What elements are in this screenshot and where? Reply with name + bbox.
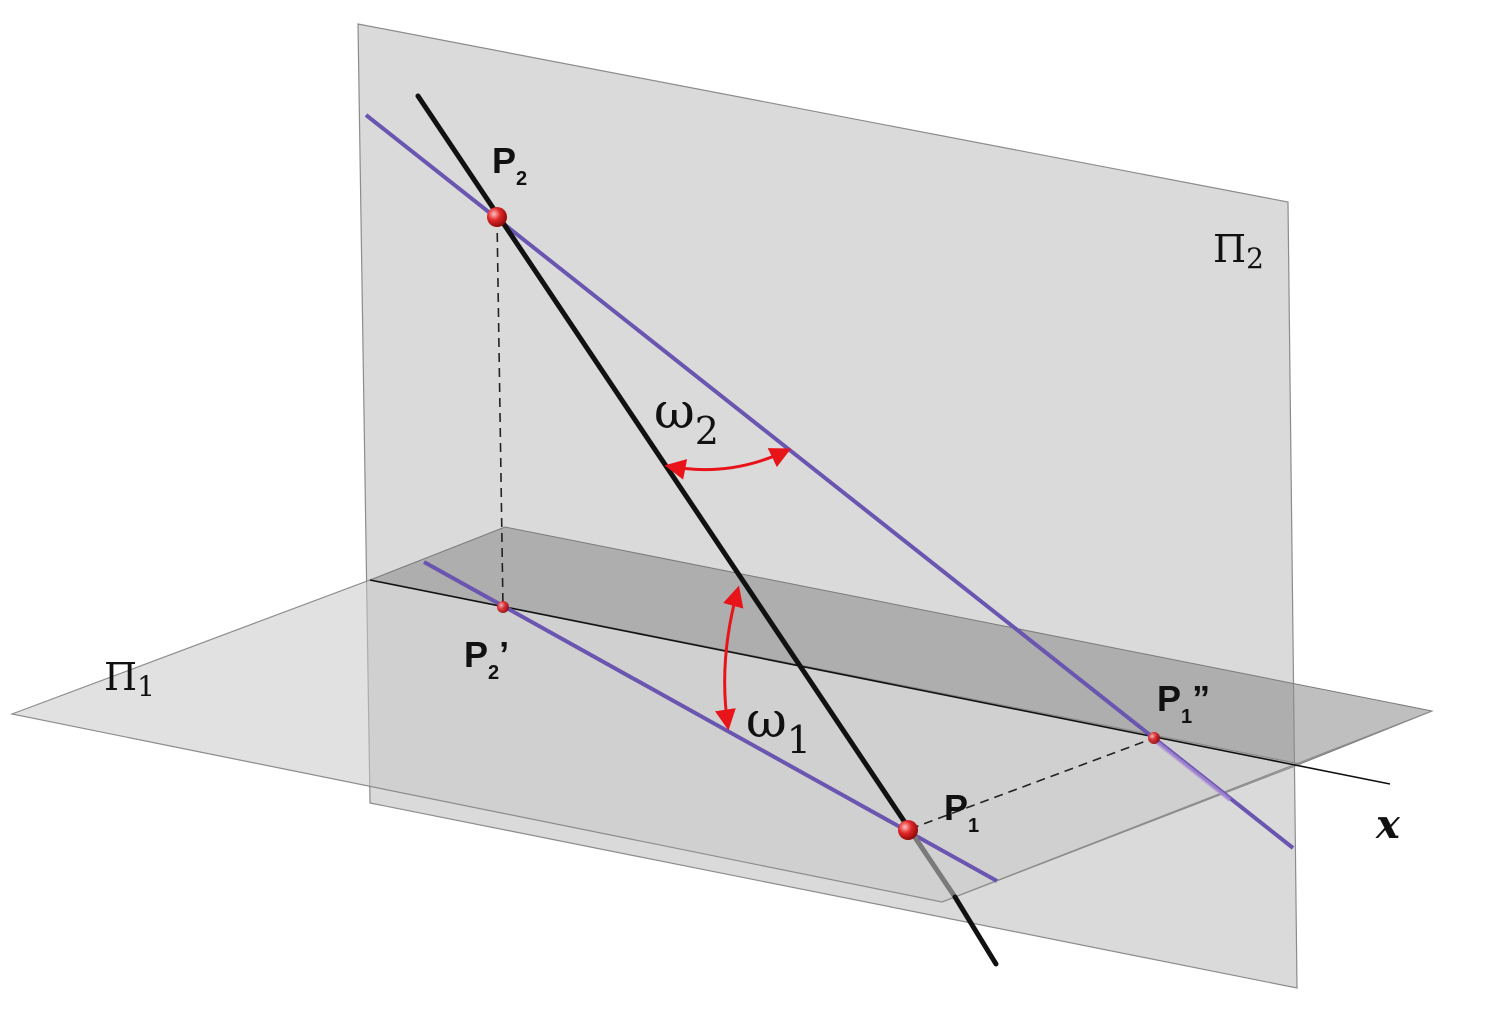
label-p1: P1 [944,787,979,837]
label-pi1: Π1 [104,655,155,703]
projector-p2-dashed [496,217,504,608]
frontal-projection-line-front-segment [1148,735,1232,802]
horizontal-plane-edge-right [941,710,1433,903]
label-p2: P2 [492,140,527,190]
angle-omega1-arc [715,585,744,731]
point-p1-double-prime [1148,732,1160,744]
projector-p1-dashed [909,737,1155,830]
point-p2-prime [497,601,509,613]
point-p1 [898,820,918,840]
horizontal-plane-pi1 [9,579,1303,903]
angle-omega2-arc [664,448,792,480]
label-p1-double-prime: P1” [1157,678,1210,728]
label-pi2: Π2 [1213,227,1264,275]
x-axis-line [369,579,1391,785]
main-line-lower [952,894,999,967]
label-omega2: ω2 [654,382,719,453]
label-p2-prime: P2’ [464,634,509,684]
main-line-below-plane [907,828,958,899]
frontal-projection-line [364,113,1295,850]
label-omega1: ω1 [746,691,811,762]
point-p2 [487,207,507,227]
label-x-axis: x [1375,801,1401,848]
